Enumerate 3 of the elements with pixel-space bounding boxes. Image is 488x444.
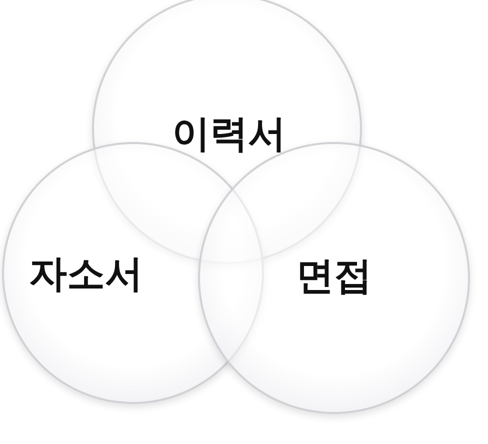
circle-label: 이력서 <box>172 110 286 158</box>
circle-label: 자소서 <box>29 250 143 298</box>
circle-label: 면접 <box>296 252 372 300</box>
